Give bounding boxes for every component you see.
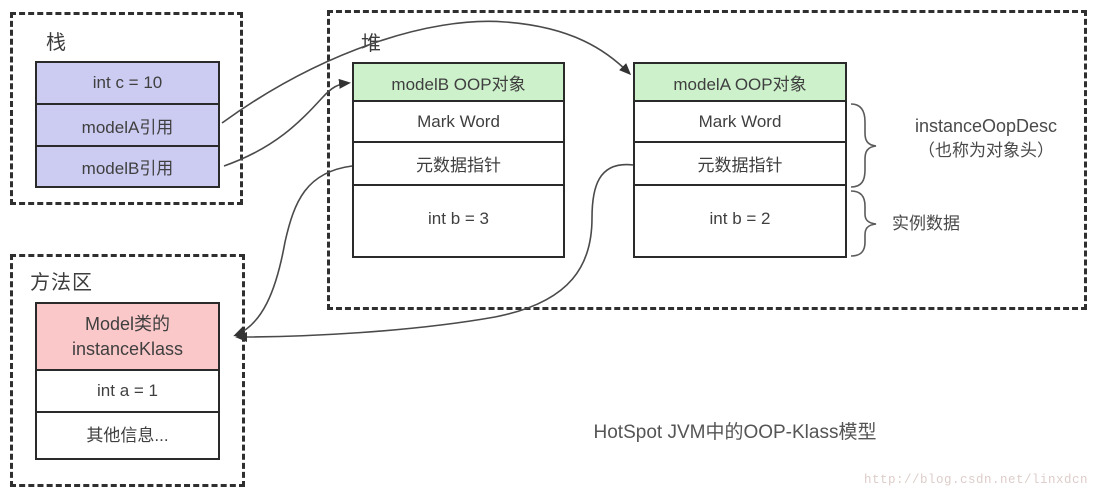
method-area-int-a: int a = 1 bbox=[37, 369, 218, 411]
instance-klass-line1: Model类的 bbox=[84, 314, 171, 335]
modela-mark-word: Mark Word bbox=[635, 100, 845, 141]
instance-oop-desc-line1: instanceOopDesc bbox=[914, 116, 1058, 136]
method-area-table: Model类的 instanceKlass int a = 1 其他信息... bbox=[35, 302, 220, 460]
method-area-other-info: 其他信息... bbox=[37, 411, 218, 454]
instance-klass-line2: instanceKlass bbox=[71, 338, 184, 359]
stack-cell-int-c: int c = 10 bbox=[37, 63, 218, 103]
modela-oop-header: modelA OOP对象 bbox=[635, 64, 845, 100]
instance-oop-desc-annotation: instanceOopDesc （也称为对象头） bbox=[886, 113, 1086, 164]
modelb-mark-word: Mark Word bbox=[354, 100, 563, 141]
modela-metadata-pointer: 元数据指针 bbox=[635, 141, 845, 184]
modelb-metadata-pointer: 元数据指针 bbox=[354, 141, 563, 184]
heap-region-label: 堆 bbox=[361, 33, 382, 55]
modelb-int-b: int b = 3 bbox=[354, 184, 563, 252]
method-area-region-label: 方法区 bbox=[30, 272, 93, 294]
instance-data-annotation: 实例数据 bbox=[892, 214, 960, 233]
watermark-url: http://blog.csdn.net/linxdcn bbox=[863, 473, 1088, 487]
stack-table: int c = 10 modelA引用 modelB引用 bbox=[35, 61, 220, 188]
stack-region-label: 栈 bbox=[46, 32, 67, 54]
instance-klass-cell: Model类的 instanceKlass bbox=[37, 304, 218, 369]
modelb-oop-table: modelB OOP对象 Mark Word 元数据指针 int b = 3 bbox=[352, 62, 565, 258]
modela-int-b: int b = 2 bbox=[635, 184, 845, 252]
diagram-title: HotSpot JVM中的OOP-Klass模型 bbox=[593, 422, 877, 443]
instance-oop-desc-line2: （也称为对象头） bbox=[918, 141, 1054, 161]
stack-cell-modela-ref: modelA引用 bbox=[37, 103, 218, 145]
method-area-region-box bbox=[10, 254, 245, 487]
modela-oop-table: modelA OOP对象 Mark Word 元数据指针 int b = 2 bbox=[633, 62, 847, 258]
modelb-oop-header: modelB OOP对象 bbox=[354, 64, 563, 100]
stack-cell-modelb-ref: modelB引用 bbox=[37, 145, 218, 186]
